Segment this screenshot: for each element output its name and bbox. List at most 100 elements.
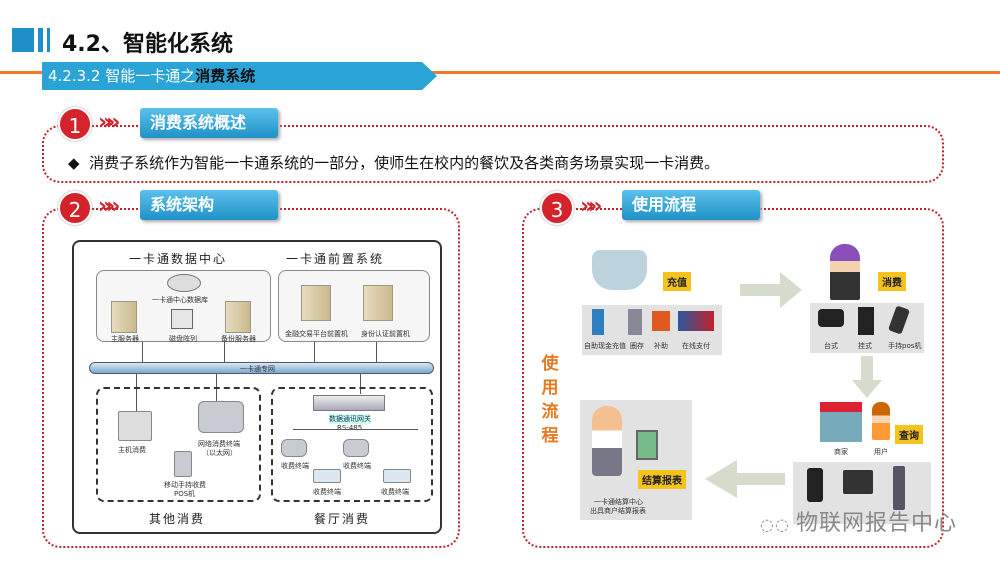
terminal-label: 收费终端 [381,488,409,496]
link-line [293,429,418,430]
terminal-icon [343,439,369,457]
desktop-pos-icon [818,309,844,327]
query-item: 用户 [874,448,888,456]
link-line [142,342,143,362]
server-icon [111,301,137,333]
card-hands-icon [592,250,647,290]
overview-text: ◆ 消费子系统作为智能一卡通系统的一部分，使师生在校内的餐饮及各类商务场景实现一… [68,152,719,173]
section-number-1: 1 [58,107,92,141]
kiosk-icon [592,309,604,335]
recharge-tag: 充值 [663,272,691,291]
chevron-right-icon: »» [580,194,603,219]
link-line [216,374,217,404]
consume-item: 挂式 [858,342,872,350]
kiosk-icon [893,466,905,510]
phone-icon [807,468,823,502]
backup-server-label: 备份服务器 [221,335,256,343]
gateway-label: 数据通讯网关 [329,414,371,424]
private-network-bus: 一卡通专网 [89,362,434,374]
host-pay-label: 主机消费 [118,446,146,454]
report-tag: 结算报表 [638,470,686,489]
consume-item: 手持pos机 [888,342,922,350]
page-title: 4.2、智能化系统 [62,32,233,57]
recharge-item: 圈存 [630,342,644,350]
watermark: ◌◌ 物联网报告中心 [760,505,957,537]
rs485-label: RS-485 [337,424,363,432]
report-desc: 一卡通结算中心 [594,498,643,506]
canteen-consume-group: 数据通讯网关 RS-485 收费终端 收费终端 收费终端 收费终端 [271,387,433,502]
online-pay-icon [678,311,714,331]
mobile-pos-label: 移动手持收费 [164,481,206,489]
section-label-architecture: 系统架构 [140,190,278,220]
divider [0,71,1000,74]
handheld-pos-icon [887,305,911,335]
atm-icon [628,309,642,335]
link-line [360,374,361,394]
link-line [136,374,137,424]
shop-icon [820,402,862,442]
front-system-title: 一卡通前置系统 [286,252,385,266]
server-icon [225,301,251,333]
recharge-item: 自助现金充值 [584,342,626,350]
computer-icon [118,411,152,441]
net-terminal-sub: （以太网） [202,449,237,457]
handheld-pos-icon [174,451,192,477]
arrow-left-icon [735,473,785,485]
subtitle-bold: 消费系统 [195,67,256,85]
query-panel [793,462,931,524]
user-icon [872,402,890,440]
terminal-label: 收费终端 [281,462,309,470]
main-server-label: 主服务器 [111,335,139,343]
data-center-title: 一卡通数据中心 [129,252,228,266]
architecture-diagram: 一卡通数据中心 一卡通前置系统 一卡通中心数据库 主服务器 磁盘阵列 备份服务器… [72,240,442,534]
subtitle-banner: 4.2.3.2 智能一卡通之消费系统 [42,62,437,90]
terminal-icon [313,469,341,483]
arrow-right-icon [740,284,785,296]
gateway-icon [313,395,385,411]
data-center-group: 一卡通中心数据库 主服务器 磁盘阵列 备份服务器 [96,270,271,343]
arrow-down-icon [861,356,873,382]
consume-tag: 消费 [878,272,906,291]
overview-box [42,125,944,183]
terminal-icon [281,439,307,457]
report-desc: 出具商户结算报表 [590,507,646,515]
wall-pos-icon [858,307,874,335]
subtitle-prefix: 4.2.3.2 智能一卡通之 [48,67,196,85]
red-envelope-icon [652,311,670,331]
chevron-right-icon: »» [98,110,121,135]
terminal-icon [383,469,411,483]
overview-sentence: 消费子系统作为智能一卡通系统的一部分，使师生在校内的餐饮及各类商务场景实现一卡消… [89,154,720,172]
query-item: 商家 [834,448,848,456]
db-label: 一卡通中心数据库 [152,296,208,304]
query-tag: 查询 [895,425,923,444]
recharge-item: 在线支付 [682,342,710,350]
consume-item: 台式 [824,342,838,350]
section-label-flow: 使用流程 [622,190,760,220]
auth-front-label: 身份认证前置机 [361,330,410,338]
canteen-consume-label: 餐厅消费 [314,512,371,526]
link-line [376,342,377,362]
shopper-icon [830,244,860,300]
section-number-3: 3 [540,191,574,225]
finance-front-label: 金融交易平台前置机 [285,330,348,338]
mobile-pos-sub: POS机 [174,490,196,498]
watermark-text: 物联网报告中心 [796,511,958,536]
worker-icon [592,406,622,476]
title-decor-icon [47,28,50,52]
server-icon [363,285,393,321]
terminal-label: 收费终端 [343,462,371,470]
terminal-label: 收费终端 [313,488,341,496]
chevron-right-icon: »» [98,194,121,219]
report-panel: 一卡通结算中心 出具商户结算报表 [580,400,692,520]
title-decor-icon [12,28,34,52]
disk-array-label: 磁盘阵列 [169,335,197,343]
recharge-panel: 自助现金充值 圈存 补助 在线支付 [582,305,722,355]
monitor-icon [636,430,658,460]
consume-panel: 台式 挂式 手持pos机 [810,303,924,353]
disk-array-icon [171,309,193,329]
flow-vertical-label: 使用流程 [541,354,559,446]
laptop-icon [843,470,873,494]
database-icon [167,274,201,292]
section-number-2: 2 [58,191,92,225]
section-label-overview: 消费系统概述 [140,108,278,138]
